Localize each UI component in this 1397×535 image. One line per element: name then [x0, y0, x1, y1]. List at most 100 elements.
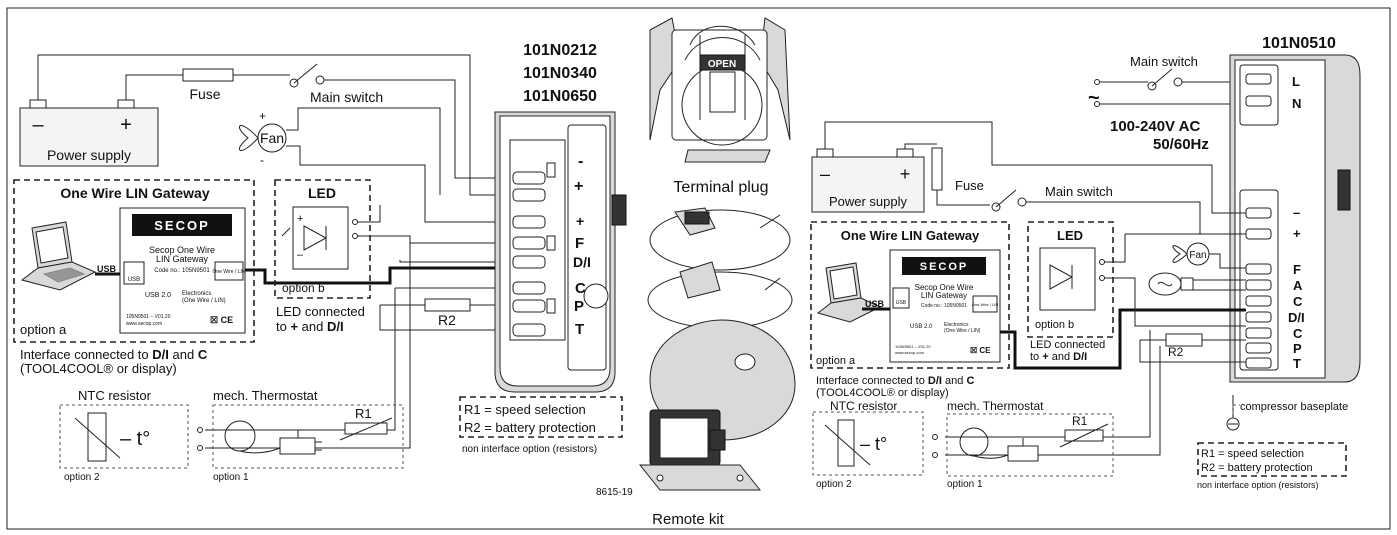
left-option-1: option 1 [213, 472, 249, 483]
left-fuse-label: Fuse [189, 86, 220, 102]
right-term-t: T [1293, 356, 1301, 371]
right-r1-label: R1 [1072, 414, 1088, 428]
left-term-f: F [575, 235, 584, 252]
left-wiring-section: 101N0212 101N0340 101N0650 – + Power sup… [13, 42, 627, 483]
left-led-label: LED [308, 185, 336, 201]
left-thermostat-label: mech. Thermostat [213, 388, 318, 403]
left-gw-ce-mark: ☒ CE [210, 315, 233, 325]
right-laptop-icon [816, 262, 882, 323]
right-ntc-box: NTC resistor – t° option 2 [812, 399, 938, 490]
right-ac-symbol: ~ [1088, 87, 1100, 109]
right-ac-frequency: 50/60Hz [1153, 136, 1209, 153]
right-gw-website: www.secop.com [895, 350, 925, 355]
right-laptop-usb: USB [865, 299, 885, 309]
right-option-b: option b [1035, 319, 1074, 331]
right-power-supply: – + Power supply [811, 148, 925, 213]
left-legend-r2: R2 = battery protection [464, 420, 596, 435]
left-thermostat-box: mech. Thermostat R1 option 1 [212, 388, 404, 483]
right-term-c2: C [1293, 326, 1303, 341]
left-term-di: D/I [573, 254, 591, 270]
terminal-plug-illustration: OPEN [649, 17, 791, 163]
remote-kit-label: Remote kit [652, 511, 725, 528]
right-term-p: P [1293, 341, 1302, 356]
right-secop-text: SECOP [920, 261, 969, 273]
left-model-3: 101N0650 [523, 88, 597, 105]
right-gateway-title: One Wire LIN Gateway [841, 228, 980, 243]
left-model-2: 101N0340 [523, 65, 597, 82]
right-term-n: N [1292, 96, 1301, 111]
right-gw-version: 105N9501 – V01.20 [895, 344, 931, 349]
right-gw-elec-2: (One Wire / LIN) [944, 328, 981, 334]
right-resistor-legend: R1 = speed selection R2 = battery protec… [1197, 442, 1347, 490]
left-led-connected-1: LED connected [276, 304, 365, 319]
right-fuse-label: Fuse [955, 178, 984, 193]
left-gw-usb-port: USB [128, 277, 140, 283]
right-led-connected-1: LED connected [1030, 339, 1105, 351]
right-controller: L N – + F A C D/I C P T [1229, 54, 1361, 383]
left-legend-note: non interface option (resistors) [462, 444, 597, 455]
frame [6, 7, 1391, 530]
right-option-1: option 1 [947, 479, 983, 490]
right-term-a: A [1293, 278, 1303, 293]
right-bulb-icon [1148, 272, 1194, 296]
right-ps-plus: + [900, 164, 911, 184]
left-gateway-box: One Wire LIN Gateway SECOP Secop One Wir… [13, 179, 255, 343]
right-term-l: L [1292, 74, 1300, 89]
right-led-box: LED option b [1027, 221, 1114, 338]
left-gw-elec-2: (One Wire / LIN) [182, 298, 226, 304]
right-ntc-label: NTC resistor [830, 399, 897, 413]
left-terminal-pins [512, 162, 556, 337]
remote-kit-illustration [638, 207, 796, 491]
right-option-2: option 2 [816, 479, 852, 490]
left-gw-elec-1: Electronics [182, 291, 211, 297]
right-ps-minus: – [820, 164, 830, 184]
left-option-2: option 2 [64, 472, 100, 483]
left-term-plus-2: + [576, 213, 584, 229]
right-gw-elec-1: Electronics [944, 322, 969, 328]
right-thermostat-box: mech. Thermostat R1 option 1 [946, 399, 1114, 490]
left-term-c: C [575, 280, 586, 297]
left-main-switch-label: Main switch [310, 89, 383, 105]
left-ntc-temp: – t° [120, 428, 150, 450]
right-terminal-pins [1245, 207, 1272, 369]
left-fan-label: Fan [260, 130, 284, 146]
left-led-box: LED + – option b [274, 179, 371, 299]
left-model-1: 101N0212 [523, 42, 597, 59]
right-interface-2: (TOOL4COOL® or display) [816, 387, 949, 399]
right-gw-usb-port: USB [896, 300, 907, 306]
terminal-plug-label: Terminal plug [673, 179, 768, 196]
right-legend-r1: R1 = speed selection [1201, 448, 1304, 460]
right-fan-icon: Fan [1172, 242, 1210, 266]
left-led-connected-2: to + and D/I [276, 319, 344, 334]
left-term-minus: - [578, 153, 583, 170]
svg-text:-: - [260, 153, 264, 167]
left-fuse [182, 68, 234, 82]
left-ntc-label: NTC resistor [78, 388, 152, 403]
left-ps-plus: + [120, 114, 132, 136]
right-wiring-section: 101N0510 Main switch ~ 100-240V AC 50/60… [810, 35, 1361, 490]
left-gw-name-2: LIN Gateway [156, 254, 209, 264]
left-laptop-icon [20, 221, 97, 291]
right-gw-usb20: USB 2.0 [910, 324, 933, 330]
left-fan-icon: Fan + - [238, 109, 287, 167]
right-gw-name-1: Secop One Wire [915, 283, 974, 292]
left-controller: - + + F D/I C P T [494, 111, 627, 393]
right-baseplate-label: compressor baseplate [1240, 401, 1348, 413]
right-ac-voltage: 100-240V AC [1110, 118, 1200, 135]
right-term-di: D/I [1288, 310, 1305, 325]
right-r2-label: R2 [1168, 345, 1184, 359]
left-interface-2: (TOOL4COOL® or display) [20, 361, 177, 376]
right-led-label: LED [1057, 228, 1083, 243]
right-main-switch-label: Main switch [1130, 54, 1198, 69]
right-secop-logo [902, 257, 986, 275]
left-term-t: T [575, 321, 584, 338]
right-term-plus: + [1293, 226, 1301, 241]
terminal-plug-open: OPEN [708, 59, 736, 70]
right-fan-label: Fan [1189, 250, 1206, 261]
left-r2-label: R2 [438, 312, 456, 328]
left-gw-usb20: USB 2.0 [145, 292, 171, 299]
left-ps-minus: – [32, 114, 44, 136]
right-gw-name-2: LIN Gateway [921, 291, 967, 300]
right-legend-r2: R2 = battery protection [1201, 462, 1313, 474]
